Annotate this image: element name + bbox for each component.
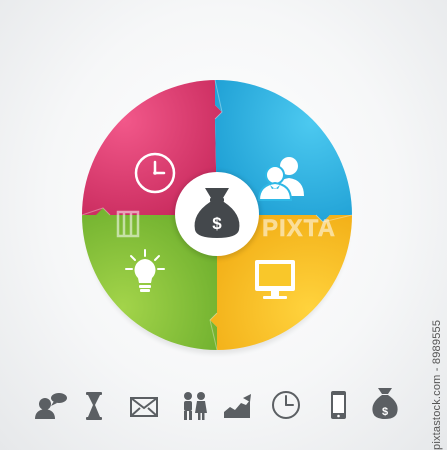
money-bag-symbol: $ (212, 214, 222, 233)
lightbulb-icon (125, 249, 165, 292)
person-speech-icon[interactable] (35, 393, 67, 419)
divider-left (81, 207, 111, 216)
money-bag-small-symbol: $ (382, 406, 388, 418)
envelope-icon[interactable] (130, 397, 158, 417)
users-icon (257, 157, 304, 201)
smartphone-icon[interactable] (331, 391, 346, 419)
stock-id-caption: pixtastock.com - 8989555 (431, 0, 445, 450)
growth-chart-icon[interactable] (224, 394, 251, 418)
divider-bottom (209, 312, 218, 351)
stock-id-text: pixtastock.com - 8989555 (431, 319, 443, 450)
divider-right (315, 214, 353, 223)
monitor-icon (255, 260, 295, 299)
money-bag-icon (194, 188, 240, 238)
divider-top (214, 79, 223, 120)
icon-row: $ (35, 388, 398, 420)
watermark-text: PIXTA (262, 215, 336, 242)
money-bag-small-icon[interactable] (372, 388, 398, 419)
hourglass-icon[interactable] (86, 392, 102, 420)
clock-outline-icon[interactable] (272, 391, 300, 419)
clock-icon (134, 152, 176, 194)
center-hub[interactable]: $ (173, 171, 261, 259)
couple-icon[interactable] (184, 392, 207, 420)
watermark: PIXTA (116, 210, 336, 242)
